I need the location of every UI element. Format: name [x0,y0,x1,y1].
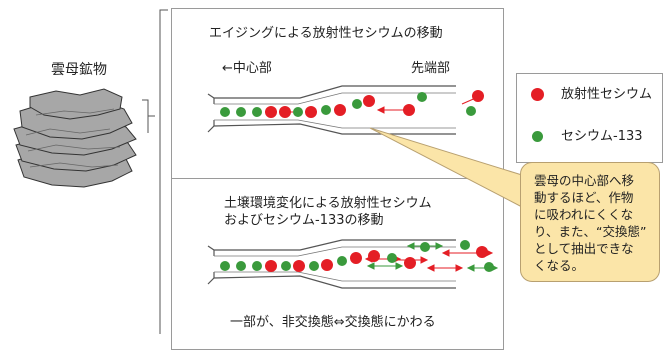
interlayer-diagram [207,85,523,289]
stable-cesium-dot [220,107,230,117]
mica-mineral-illustration [13,88,155,188]
radioactive-cesium-dot [476,246,488,258]
aging-panel-title: エイジングによる放射性セシウムの移動 [209,26,443,41]
edge-label: 先端部 [411,61,451,76]
stable-cesium-dot [460,240,470,250]
mineral-label: 雲母鉱物 [51,62,107,78]
center-direction-label: ←中心部 [222,61,272,76]
legend: 放射性セシウム セシウム-133 [516,73,663,163]
callout-line-2: 動するほど、作物 [534,190,634,205]
radioactive-cesium-dot [265,260,277,272]
stable-cesium-dot [337,256,347,266]
stable-cesium-dot [417,92,427,102]
soil-panel-title-2: およびセシウム-133の移動 [224,213,384,228]
stable-cesium-dot [352,99,362,109]
radioactive-legend-dot [531,88,544,101]
stable-cesium-dot [484,262,494,272]
radioactive-cesium-dot [293,260,305,272]
top-wedge [207,85,456,135]
soil-panel-footer: 一部が、非交換態⇔交換態にかわる [230,315,436,330]
radioactive-cesium-dot [334,104,346,116]
callout-line-5: として抽出できな [534,241,634,256]
stable-cesium-dot [236,107,246,117]
radioactive-cesium-dot [265,106,277,118]
stable-cesium-dot [281,261,291,271]
radioactive-cesium-dot [305,106,317,118]
stable-legend-label: セシウム-133 [561,129,643,144]
radioactive-cesium-dot [403,104,415,116]
radioactive-cesium-dot [404,257,416,269]
soil-panel-title-1: 土壌環境変化による放射性セシウム [224,196,432,211]
stable-cesium-dot [236,261,246,271]
callout-pointer [369,127,523,208]
stable-cesium-dot [420,242,430,252]
callout-line-4: り、また、“交換態” [534,224,647,239]
stable-cesium-dot [252,107,262,117]
group-bracket [159,9,168,334]
stable-cesium-dot [321,105,331,115]
radioactive-cesium-dot [279,106,291,118]
callout-line-3: に吸われにくくな [534,207,634,222]
radioactive-cesium-dot [321,259,333,271]
radioactive-cesium-dot [368,250,380,262]
stable-cesium-dot [220,261,230,271]
bottom-wedge [207,239,456,289]
callout-line-1: 雲母の中心部へ移 [534,173,635,188]
stable-cesium-dot [466,106,476,116]
stable-legend-dot [532,131,543,142]
stable-cesium-dot [293,107,303,117]
callout-line-6: くなる。 [534,258,585,273]
stable-cesium-dot [252,261,262,271]
radioactive-cesium-dot [363,95,375,107]
explanation-callout: 雲母の中心部へ移 動するほど、作物 に吸われにくくな り、また、“交換態” とし… [520,162,660,282]
radioactive-cesium-dot [472,90,484,102]
stable-cesium-dot [387,253,397,263]
radioactive-cesium-dot [350,252,362,264]
radioactive-legend-label: 放射性セシウム [561,87,653,102]
stable-cesium-dot [309,261,319,271]
